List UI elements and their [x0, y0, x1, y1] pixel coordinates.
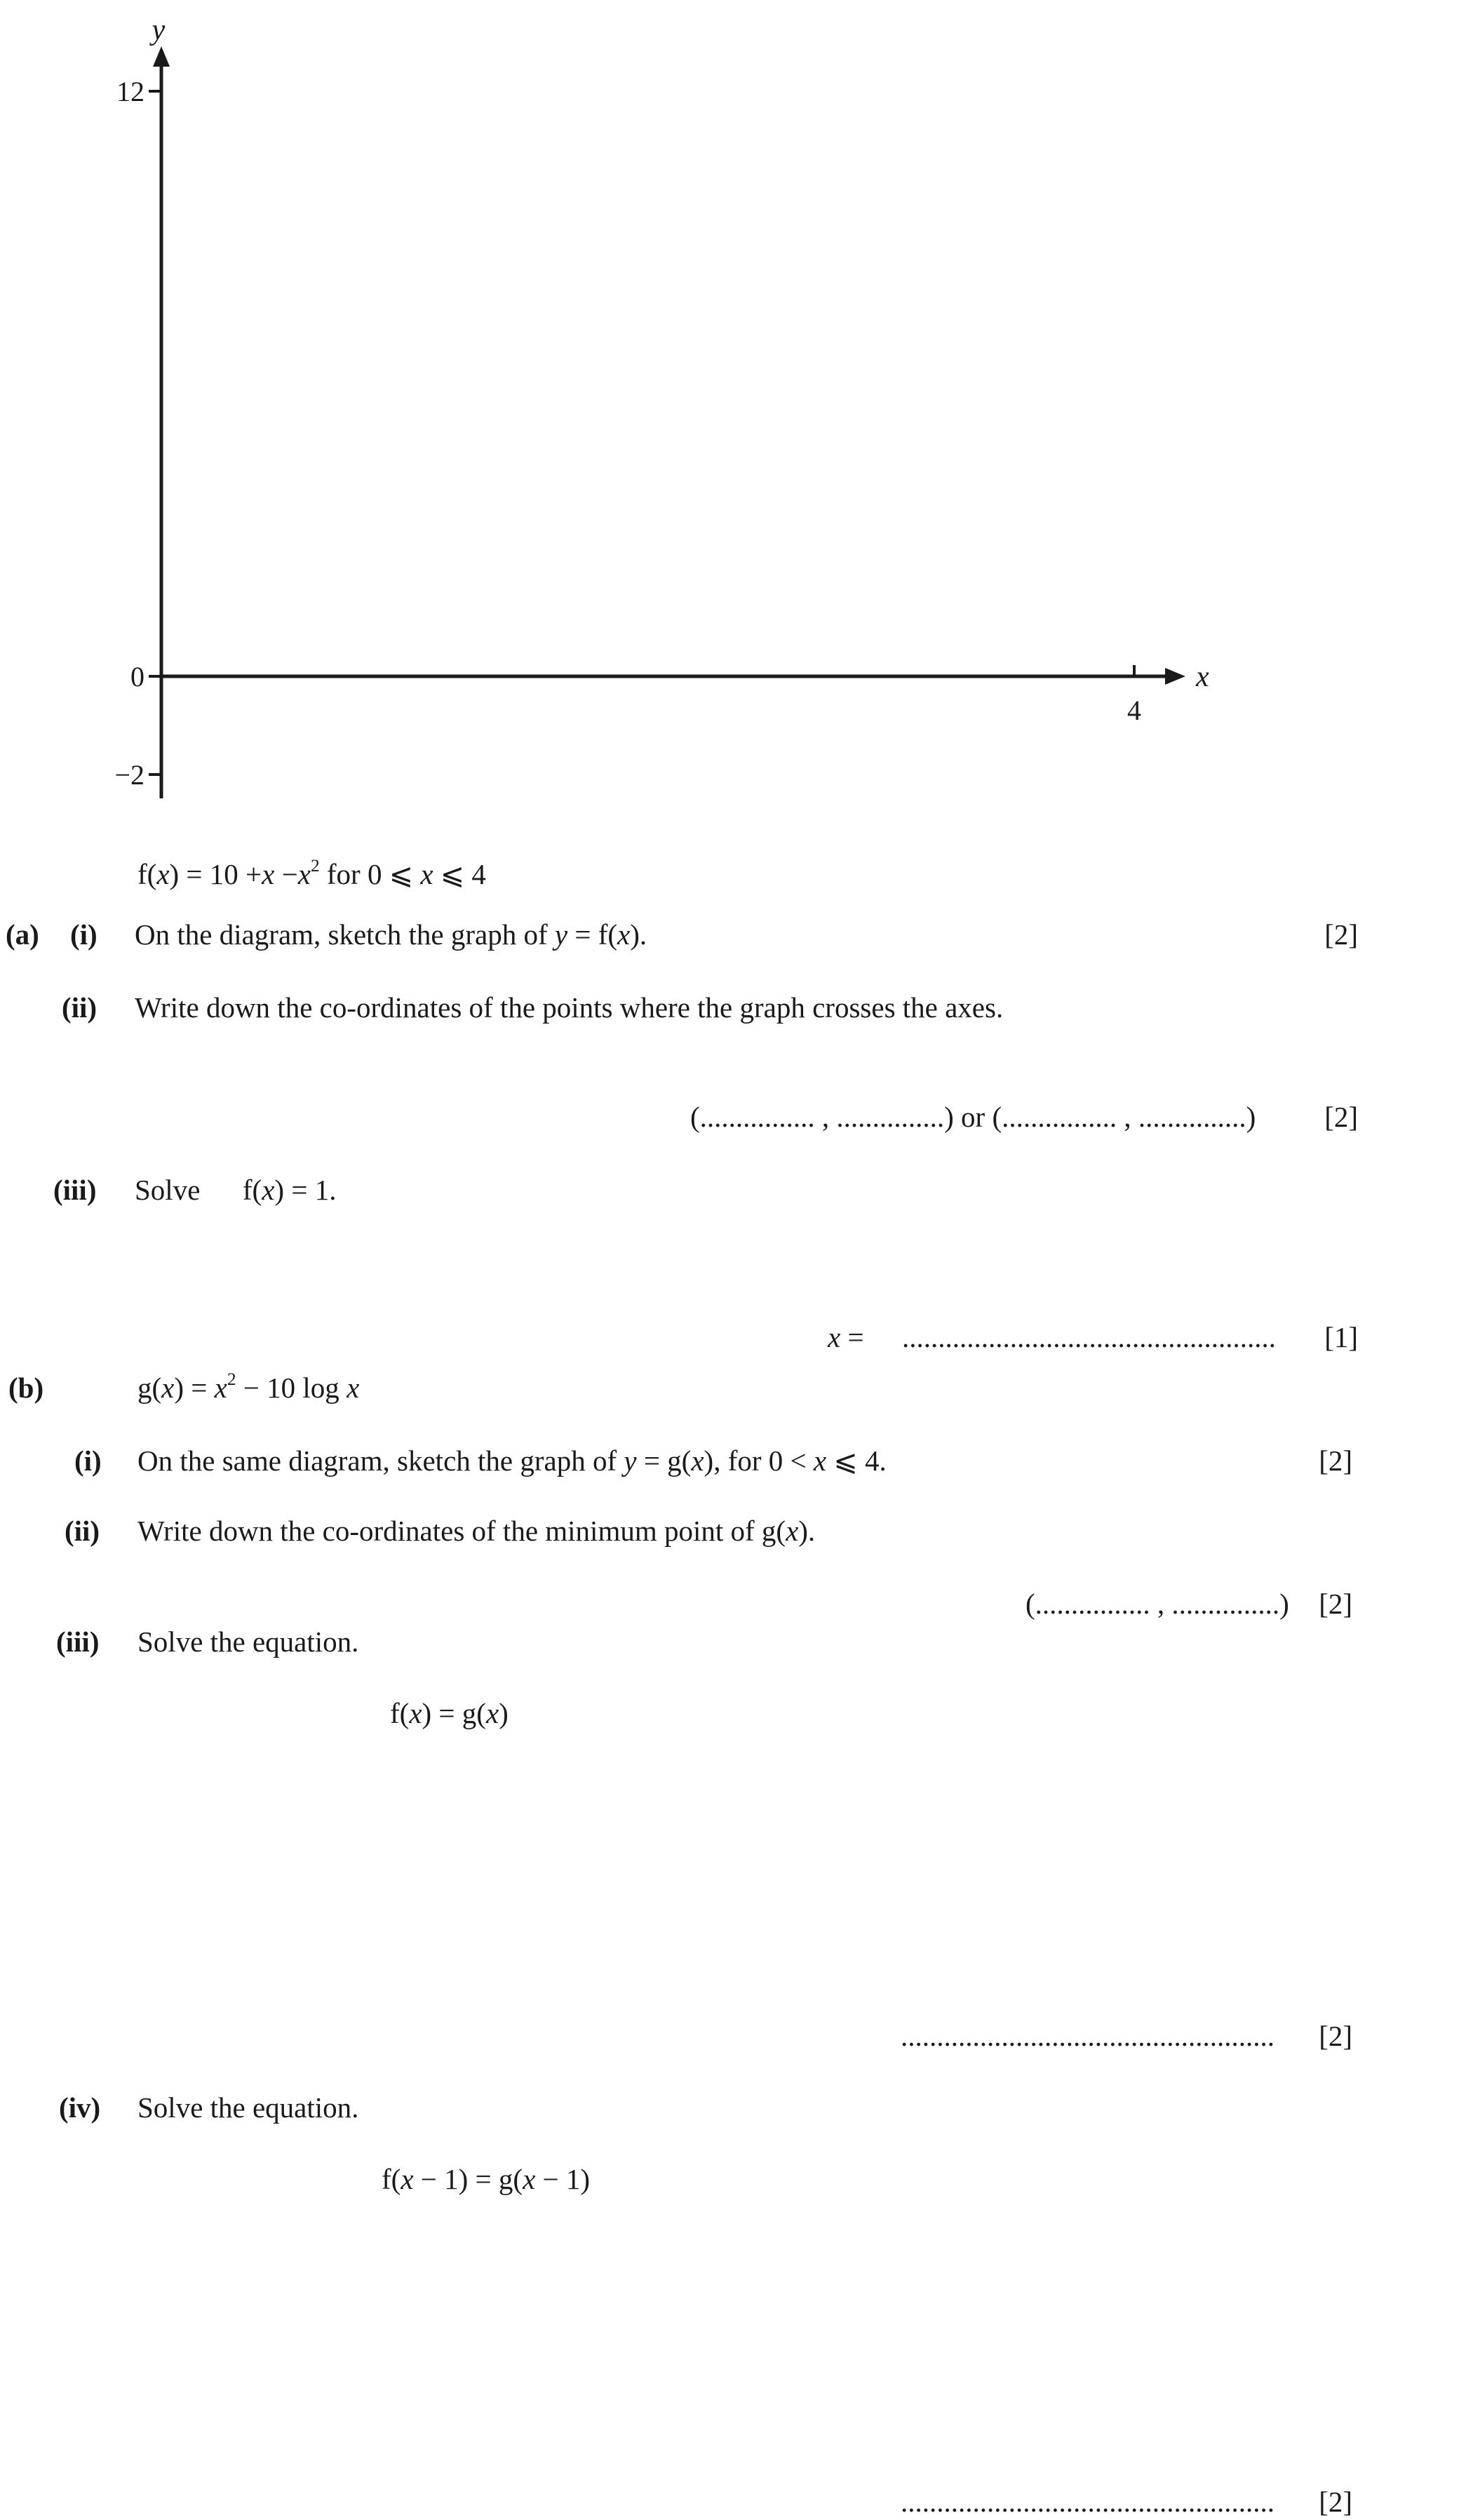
a-iii-solve: Solve [135, 1174, 201, 1206]
x-axis-label: x [1195, 661, 1209, 693]
part-b-iv-label: (iv) [59, 2091, 101, 2124]
y-axis-arrowhead [153, 46, 170, 67]
part-a-i-label: (i) [70, 918, 97, 951]
part-a-i-marks: [2] [1324, 918, 1358, 951]
a-i-text-b: = f( [574, 918, 618, 951]
part-b-iii-text: Solve the equation. [137, 1626, 359, 1658]
b-ii-text-b: ). [798, 1515, 816, 1547]
g-lhs: g( [137, 1372, 162, 1404]
y-tick-label-0: 0 [130, 661, 144, 692]
function-f-definition: f(x) = 10 +x −x2 for 0 ⩽ x ⩽ 4 [137, 857, 486, 890]
g-log: − 10 log [236, 1372, 339, 1404]
part-b-iii-label: (iii) [56, 1626, 100, 1658]
a-i-y: y [554, 918, 568, 951]
part-b-ii-answer-line[interactable]: (................ , ...............) [1025, 1588, 1289, 1620]
part-a-i-text: On the diagram, sketch the graph of y = … [135, 920, 647, 949]
b-i-x: x [691, 1445, 704, 1477]
g-eq: ) = [174, 1372, 208, 1404]
a-iii-f: f( [242, 1174, 262, 1206]
g-exponent: 2 [227, 1369, 236, 1390]
blank-axes-diagram: y x 12 0 −2 4 [114, 14, 1209, 798]
part-a-iii-label: (iii) [53, 1174, 97, 1206]
b-iv-x2: x [523, 2163, 536, 2195]
g-x2: x [214, 1372, 227, 1404]
part-b-iv-text: Solve the equation. [137, 2091, 359, 2124]
part-b-i-label: (i) [74, 1445, 102, 1477]
f-x1: x [262, 858, 275, 890]
f-minus: − [274, 858, 298, 890]
b-iii-x: x [409, 1697, 422, 1729]
b-i-x2: x [813, 1445, 827, 1477]
f-exponent: 2 [310, 856, 320, 876]
function-g-definition: g(x) = x2 − 10 log x [137, 1371, 360, 1404]
g-x3: x [347, 1372, 360, 1404]
y-tick-label-12: 12 [116, 76, 144, 107]
b-iv-x: x [401, 2163, 414, 2195]
part-b-iv-answer-line[interactable]: ........................................… [901, 2486, 1274, 2518]
f-domain-var: x [413, 858, 433, 890]
b-i-text-b: = g( [643, 1445, 692, 1477]
b-iv-close: − 1) [535, 2163, 591, 2195]
part-a-ii-text: Write down the co-ordinates of the point… [135, 991, 1004, 1024]
f-x2: x [297, 858, 311, 890]
a-i-x: x [617, 918, 631, 951]
b-i-text-c: ), for 0 < [704, 1445, 807, 1477]
a-iii-answer-var: x [828, 1321, 841, 1353]
b-ii-text-a: Write down the co-ordinates of the minim… [137, 1515, 786, 1547]
part-a-iii-marks: [1] [1324, 1321, 1358, 1353]
a-i-text-c: ). [630, 918, 647, 951]
b-i-y: y [624, 1445, 637, 1477]
a-iii-eq: ) = 1. [274, 1174, 337, 1206]
part-a-iii-answer-line[interactable]: ........................................… [902, 1321, 1276, 1353]
part-b-iv-equation: f(x − 1) = g(x − 1) [382, 2165, 590, 2194]
g-var: x [161, 1372, 175, 1404]
part-b-label: (b) [8, 1372, 44, 1404]
part-a-iii-text: Solve f(x) = 1. [135, 1176, 336, 1205]
part-b-i-text: On the same diagram, sketch the graph of… [137, 1447, 887, 1475]
b-i-text-a: On the same diagram, sketch the graph of [137, 1445, 617, 1477]
b-iii-x2: x [485, 1697, 499, 1729]
b-iv-f: f( [382, 2163, 401, 2195]
b-i-text-d: ⩽ 4. [833, 1445, 887, 1477]
part-b-ii-label: (ii) [65, 1515, 100, 1547]
part-a-ii-answer-line[interactable]: (................ , ...............) or … [690, 1101, 1256, 1133]
f-lhs: f( [137, 858, 157, 890]
b-iii-close: ) [499, 1697, 509, 1729]
part-a-ii-marks: [2] [1324, 1101, 1358, 1133]
part-a-ii-label: (ii) [62, 991, 97, 1024]
part-b-i-marks: [2] [1319, 1445, 1352, 1477]
b-ii-x: x [786, 1515, 799, 1547]
x-axis-arrowhead [1165, 668, 1185, 685]
part-b-iii-marks: [2] [1319, 2020, 1352, 2052]
a-iii-x: x [262, 1174, 275, 1206]
a-iii-answer-eq: = [847, 1321, 864, 1353]
y-tick-label-minus2: −2 [114, 759, 144, 791]
part-b-iv-marks: [2] [1319, 2486, 1352, 2518]
f-domain-a: for 0 ⩽ [319, 858, 414, 890]
y-axis-label: y [149, 14, 166, 46]
f-mid: ) = 10 + [169, 858, 262, 890]
part-a-label: (a) [6, 918, 39, 951]
f-var: x [156, 858, 170, 890]
a-i-text-a: On the diagram, sketch the graph of [135, 918, 548, 951]
b-iv-eq: − 1) = g( [413, 2163, 523, 2195]
part-a-iii-answer: x = [828, 1323, 864, 1352]
part-b-iii-answer-line[interactable]: ........................................… [901, 2020, 1274, 2052]
part-b-ii-marks: [2] [1319, 1588, 1352, 1620]
part-b-iii-equation: f(x) = g(x) [390, 1699, 509, 1728]
b-iii-f: f( [390, 1697, 410, 1729]
part-b-ii-text: Write down the co-ordinates of the minim… [137, 1517, 815, 1546]
f-domain-b: ⩽ 4 [433, 858, 486, 890]
b-iii-eq: ) = g( [422, 1697, 486, 1729]
x-tick-label-4: 4 [1127, 695, 1141, 726]
